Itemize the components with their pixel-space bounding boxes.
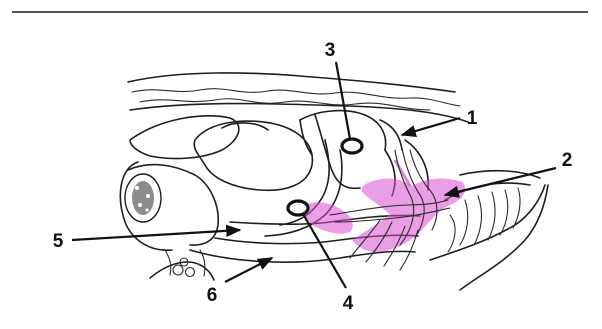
superficial-layers	[128, 73, 468, 122]
callout-6-arrow	[225, 258, 272, 282]
bone-outlines	[120, 111, 402, 251]
callout-3-line	[336, 62, 350, 139]
callout-1-label: 1	[467, 108, 478, 129]
structure-4-ring	[288, 201, 308, 215]
callout-1-arrow	[402, 118, 460, 135]
callout-2-label: 2	[562, 150, 573, 171]
callout-3-label: 3	[325, 40, 336, 61]
structure-3-ring	[342, 139, 362, 153]
callout-4-label: 4	[343, 293, 354, 314]
callout-2-arrow	[445, 168, 556, 195]
dotted-bone	[125, 174, 161, 222]
callout-6-label: 6	[207, 285, 218, 306]
callout-5-label: 5	[53, 231, 64, 252]
